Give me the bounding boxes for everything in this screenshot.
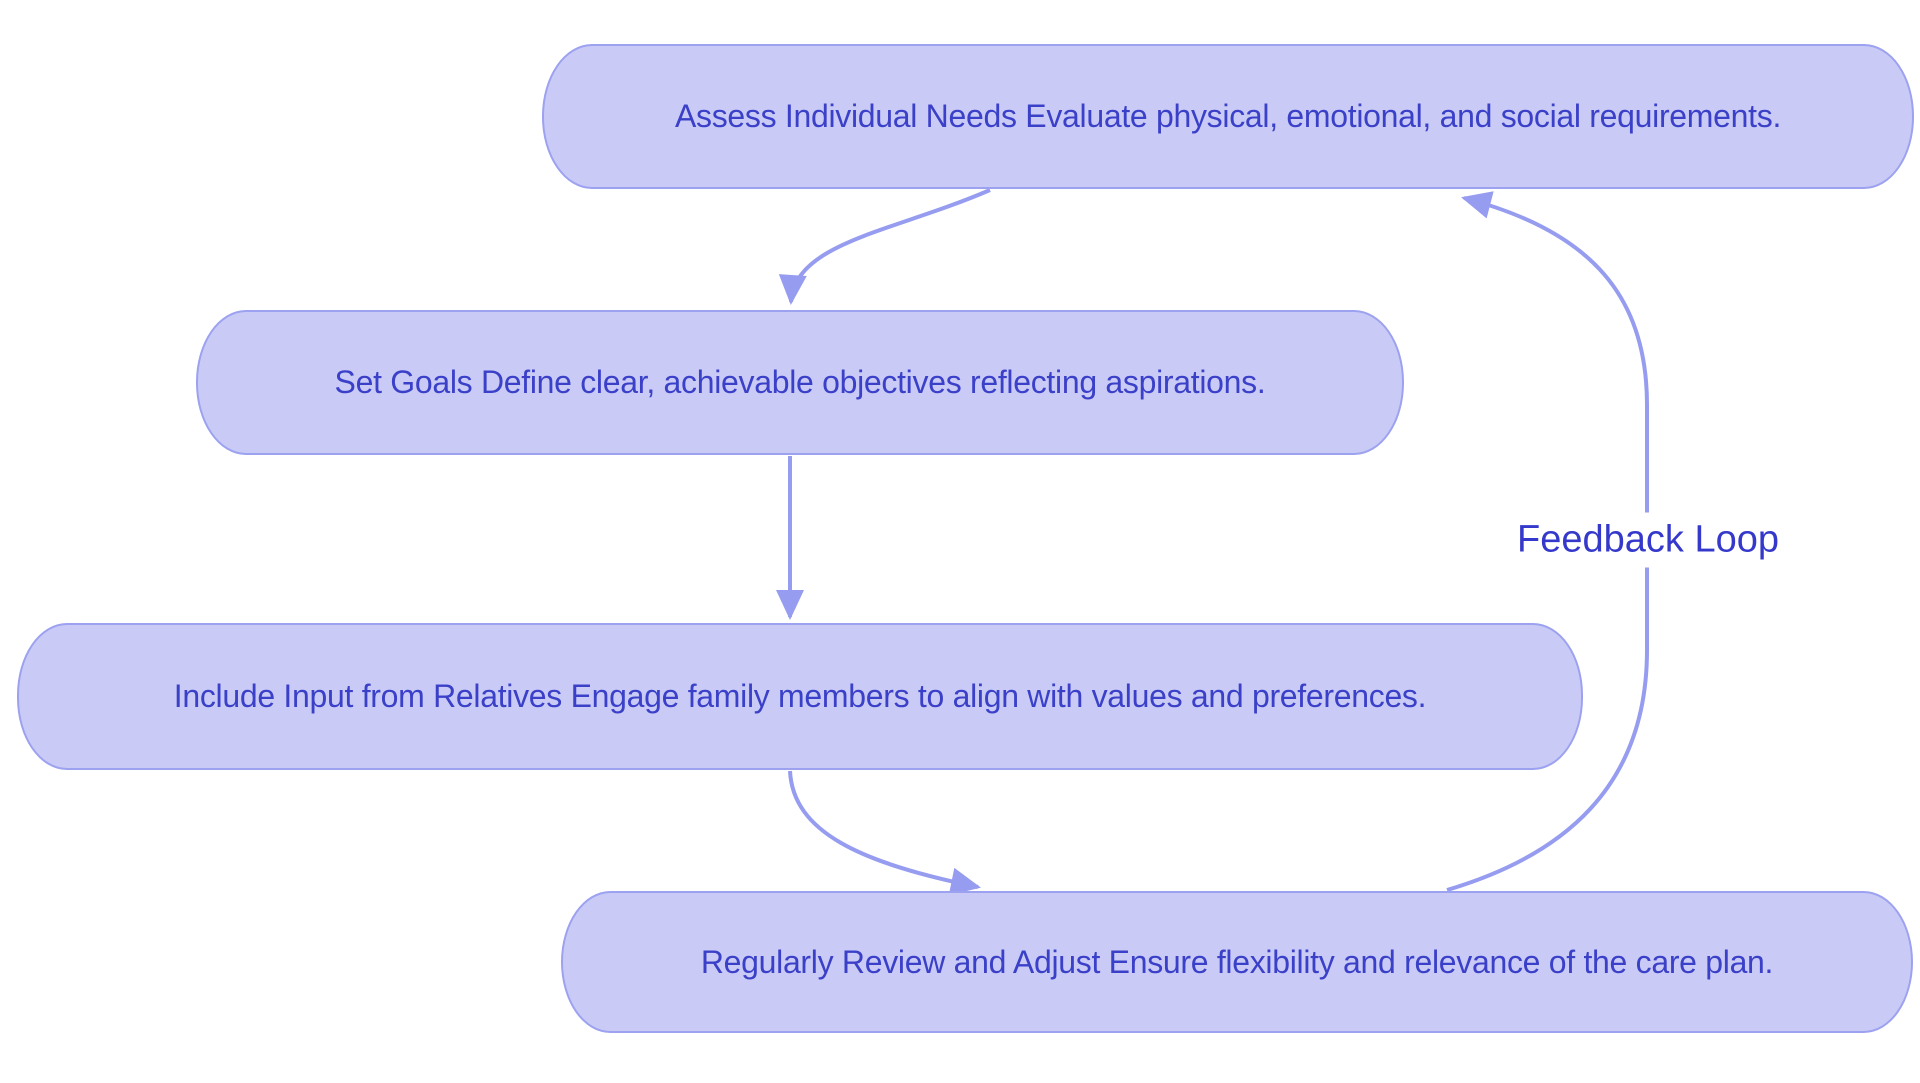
node-label-include-input: Include Input from Relatives Engage fami… <box>173 678 1427 714</box>
feedback-loop-label: Feedback Loop <box>1507 512 1789 568</box>
node-label-regularly-review: Regularly Review and Adjust Ensure flexi… <box>700 943 1774 980</box>
edge-feedback-loop <box>1446 191 1649 892</box>
node-include-input-from-relatives: Include Input from Relatives Engage fami… <box>17 623 1583 770</box>
node-regularly-review-and-adjust: Regularly Review and Adjust Ensure flexi… <box>561 891 1913 1033</box>
node-label-set-goals: Set Goals Define clear, achievable objec… <box>334 364 1266 400</box>
edge-relatives-to-review <box>788 770 981 896</box>
node-set-goals: Set Goals Define clear, achievable objec… <box>196 310 1404 455</box>
edge-assess-to-goals <box>778 188 991 305</box>
node-label-assess: Assess Individual Needs Evaluate physica… <box>674 98 1782 134</box>
node-assess-individual-needs: Assess Individual Needs Evaluate physica… <box>542 44 1914 189</box>
